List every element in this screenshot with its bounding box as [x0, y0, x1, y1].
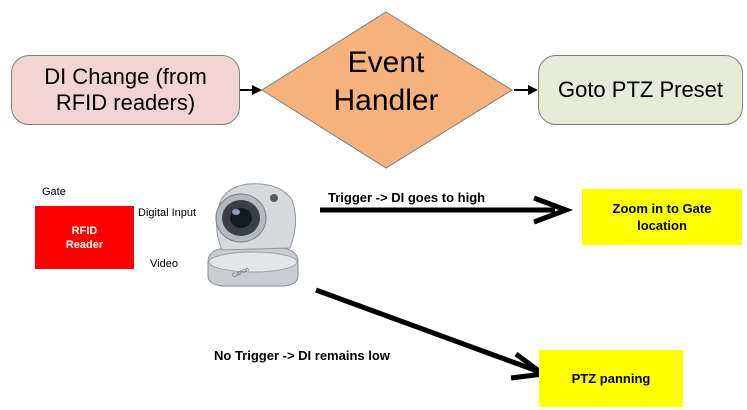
zoom-in-box: Zoom in to Gate location [582, 189, 742, 245]
di-change-label: DI Change (from RFID readers) [44, 64, 207, 115]
video-label: Video [150, 258, 178, 270]
event-handler-line1: Event [347, 46, 425, 79]
di-change-box: DI Change (from RFID readers) [11, 55, 240, 125]
event-handler-line2: Handler [333, 84, 439, 117]
digital-input-label: Digital Input [138, 207, 197, 219]
no-trigger-arrow [315, 287, 541, 375]
ptz-panning-box: PTZ panning [539, 350, 683, 407]
rfid-reader-line1: RFID [71, 224, 98, 237]
ptz-camera-icon [207, 183, 299, 287]
rfid-reader-line2: Reader [65, 238, 104, 251]
trigger-label: Trigger -> DI goes to high [328, 190, 486, 205]
event-handler-diamond [261, 11, 513, 169]
trigger-arrow-head [533, 195, 574, 225]
goto-ptz-preset-box: Goto PTZ Preset [538, 55, 743, 125]
zoom-in-label: Zoom in to Gate location [612, 201, 712, 233]
no-trigger-label: No Trigger -> DI remains low [214, 348, 390, 363]
rfid-reader-box: RFID Reader [35, 206, 134, 269]
gate-label: Gate [42, 186, 66, 198]
event-handler-label: Event Handler [300, 44, 472, 120]
ptz-panning-label: PTZ panning [571, 371, 651, 386]
goto-ptz-preset-label: Goto PTZ Preset [557, 77, 724, 102]
